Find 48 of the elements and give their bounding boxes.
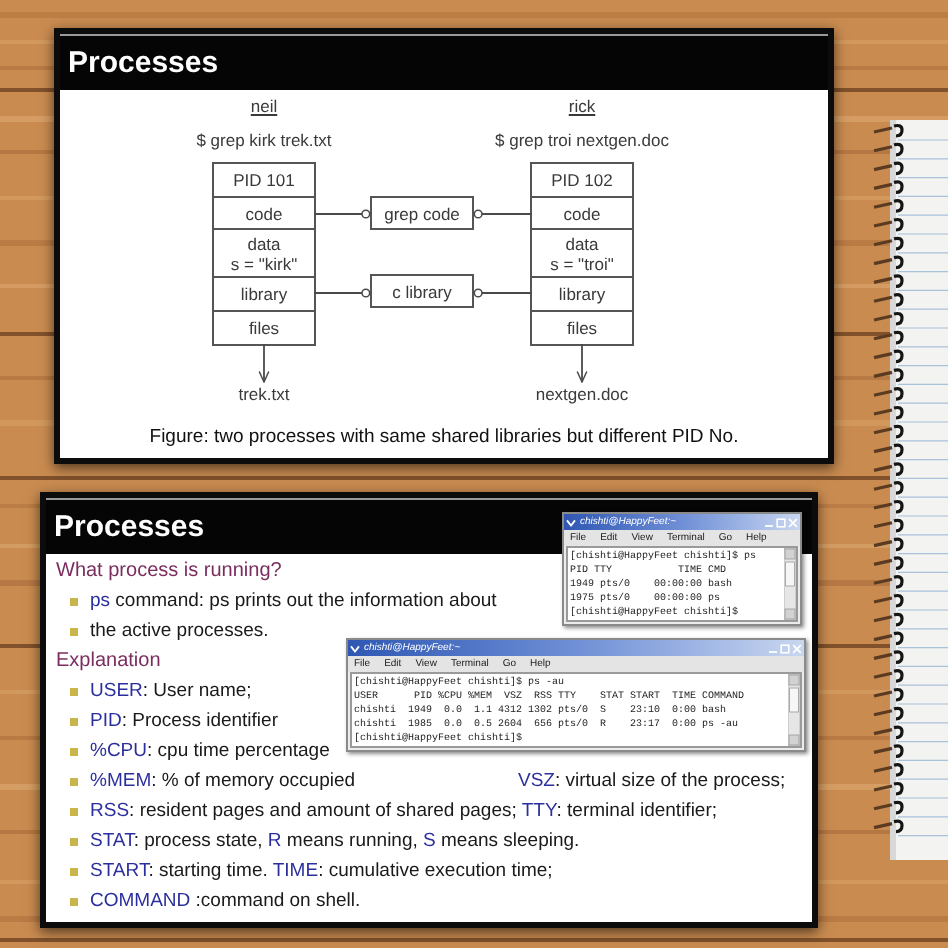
terminal-window [346,638,806,752]
code-segment-row: code [214,198,314,230]
slide-panel [54,28,834,464]
code-segment-row: code [532,198,632,230]
section-heading: What process is running? [56,558,282,586]
bullet-text: RSS: resident pages and amount of shared pages; TTY: terminal identifier; [90,798,718,826]
figure-caption: Figure: two processes with same shared libraries but different PID No. [149,426,739,450]
slide-panel [40,492,818,928]
file-name-label: nextgen.doc [535,382,629,406]
library-segment-row: library [214,278,314,312]
segment-value: s = "kirk" [230,253,298,273]
slide-title: Processes [54,510,205,546]
user-name-label: rick [568,96,596,118]
segment-label: data [565,233,599,253]
bullet-text: PID: Process identifier [90,708,278,736]
library-segment-row: library [532,278,632,312]
bullet-text: the active processes. [90,618,269,646]
bullet-text: USER: User name; [90,678,252,706]
connector-line [473,209,533,219]
command-label: $ grep troi nextgen.doc [495,130,669,152]
definition-text: VSZ: virtual size of the process; [518,768,786,796]
section-heading: Explanation [56,648,161,676]
shared-library-box: c library [370,274,474,308]
arrow [576,343,588,383]
pid-label: PID 102 [532,164,632,198]
bullet-text: %MEM: % of memory occupied [90,768,356,796]
slide-title: Processes [68,46,219,82]
files-segment-row: files [214,312,314,344]
bullet-text: COMMAND :command on shell. [90,888,361,916]
pid-label: PID 101 [214,164,314,198]
segment-value: s = "troi" [550,253,614,273]
process-table [530,162,634,346]
file-name-label: trek.txt [238,382,290,406]
arrow [258,343,270,383]
bullet-text: ps command: ps prints out the information about [90,588,497,616]
bullet-text: %CPU: cpu time percentage [90,738,330,766]
segment-label: data [247,233,281,253]
bullet-text: STAT: process state, R means running, S means sleeping. [90,828,580,856]
shared-code-box: grep code [370,196,474,230]
connector-line [313,288,371,298]
command-label: $ grep kirk trek.txt [196,130,332,152]
connector-line [313,209,371,219]
files-segment-row: files [532,312,632,344]
process-table [212,162,316,346]
terminal-window [562,512,802,626]
connector-line [473,288,533,298]
user-name-label: neil [250,96,278,118]
bullet-text: START: starting time. TIME: cumulative execution time; [90,858,553,886]
